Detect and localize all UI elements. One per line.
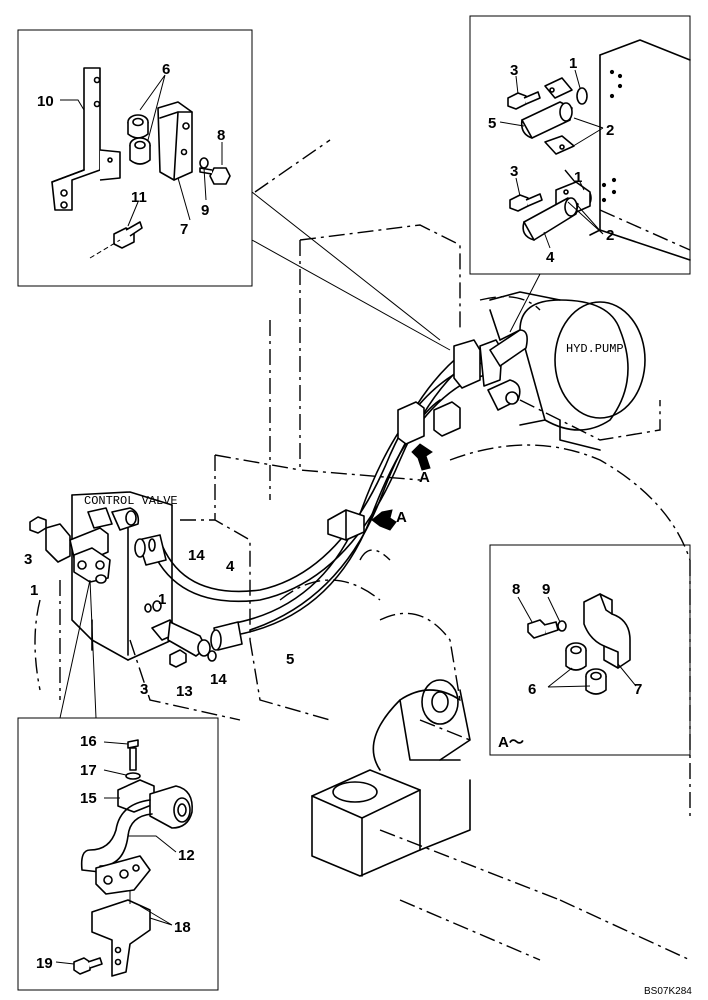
view-a-title: A～	[498, 734, 524, 751]
callout-3-pump-upper: 3	[510, 62, 518, 79]
view-arrow-a-middle	[371, 509, 397, 531]
detail-inset-view-a	[489, 544, 691, 756]
boom-structure	[311, 679, 471, 877]
detail-inset-clamp-bracket	[17, 29, 253, 287]
callout-1-pump-upper: 1	[569, 55, 577, 72]
callout-11: 11	[131, 189, 147, 206]
connector-pipe-inset	[59, 579, 97, 719]
callout-10: 10	[37, 93, 54, 110]
callout-19: 19	[36, 955, 53, 972]
callout-15: 15	[80, 790, 97, 807]
callout-16: 16	[80, 733, 97, 750]
callout-3-valve-lower: 3	[140, 681, 148, 698]
detail-inset-pump-flange	[469, 15, 691, 275]
control-valve-label: CONTROL VALVE	[84, 494, 178, 508]
clamp-upper	[397, 329, 528, 445]
callout-17: 17	[80, 762, 97, 779]
machine-outline	[34, 139, 691, 961]
callout-8-upper: 8	[217, 127, 225, 144]
callout-14-lower: 14	[210, 671, 227, 688]
hydraulic-pump	[489, 291, 646, 451]
callout-1-pump-lower: 1	[574, 169, 582, 186]
drawing-code: BS07K284	[644, 986, 692, 997]
connector-clamp-inset	[251, 191, 451, 351]
callout-18: 18	[174, 919, 191, 936]
hose-fitting-14-lower	[207, 621, 243, 662]
callout-4-main: 4	[226, 558, 235, 575]
callout-6-view-a: 6	[528, 681, 536, 698]
view-a-mark-upper: A	[419, 469, 430, 486]
callout-1-valve-left: 1	[30, 582, 38, 599]
connector-pump-inset	[509, 273, 541, 333]
main-assembly	[29, 291, 646, 877]
view-arrow-a-upper	[411, 443, 433, 471]
hose-fitting-14-upper	[134, 534, 167, 566]
control-valve	[29, 491, 211, 668]
callout-6-upper: 6	[162, 61, 170, 78]
callout-2-pump-lower: 2	[606, 227, 614, 244]
callout-7-view-a: 7	[634, 681, 642, 698]
callout-5-pump: 5	[488, 115, 496, 132]
callout-3-valve-left: 3	[24, 551, 32, 568]
callout-4-pump: 4	[546, 249, 555, 266]
callout-5-main: 5	[286, 651, 294, 668]
clamp-middle	[327, 509, 365, 541]
callout-3-pump-lower: 3	[510, 163, 518, 180]
callout-14-upper: 14	[188, 547, 205, 564]
view-a-mark-middle: A	[396, 509, 407, 526]
callout-7-upper: 7	[180, 221, 188, 238]
callout-9-view-a: 9	[542, 581, 550, 598]
callout-2-pump-upper: 2	[606, 122, 614, 139]
callout-8-view-a: 8	[512, 581, 520, 598]
callout-12: 12	[178, 847, 195, 864]
detail-inset-pipe	[17, 717, 219, 991]
hyd-pump-label: HYD.PUMP	[566, 342, 624, 356]
callout-9-upper: 9	[201, 202, 209, 219]
callout-1-valve-lower: 1	[158, 591, 166, 608]
callout-13: 13	[176, 683, 193, 700]
